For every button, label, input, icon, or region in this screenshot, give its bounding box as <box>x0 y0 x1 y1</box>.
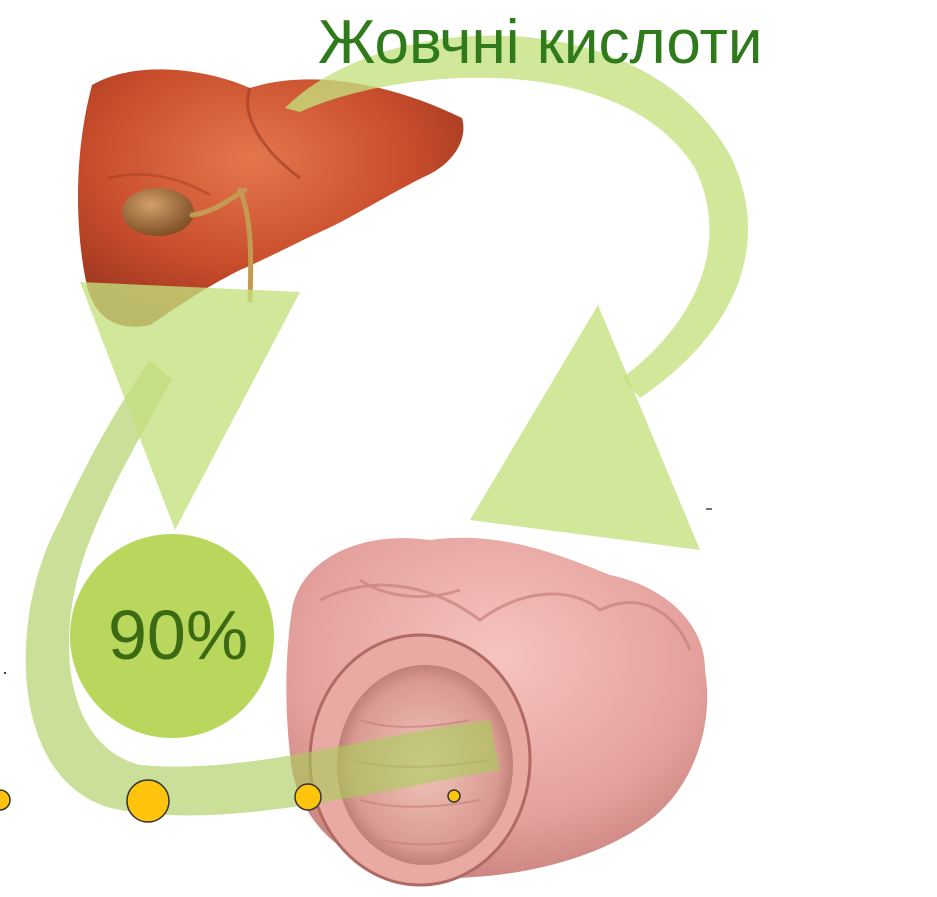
percentage-label: 90% <box>108 600 248 670</box>
bile-acid-dot <box>448 790 460 802</box>
bile-acid-dot <box>0 790 10 810</box>
bile-acid-dot <box>295 784 321 810</box>
stray-dot <box>4 672 6 674</box>
diagram-title: Жовчні кислоти <box>318 12 763 74</box>
bile-acid-dot <box>127 780 169 822</box>
gallbladder <box>122 188 194 236</box>
arrow-liver-to-intestine-body <box>285 36 748 398</box>
arrow-intestine-to-liver-head <box>80 282 300 530</box>
intestine-illustration <box>286 538 707 885</box>
